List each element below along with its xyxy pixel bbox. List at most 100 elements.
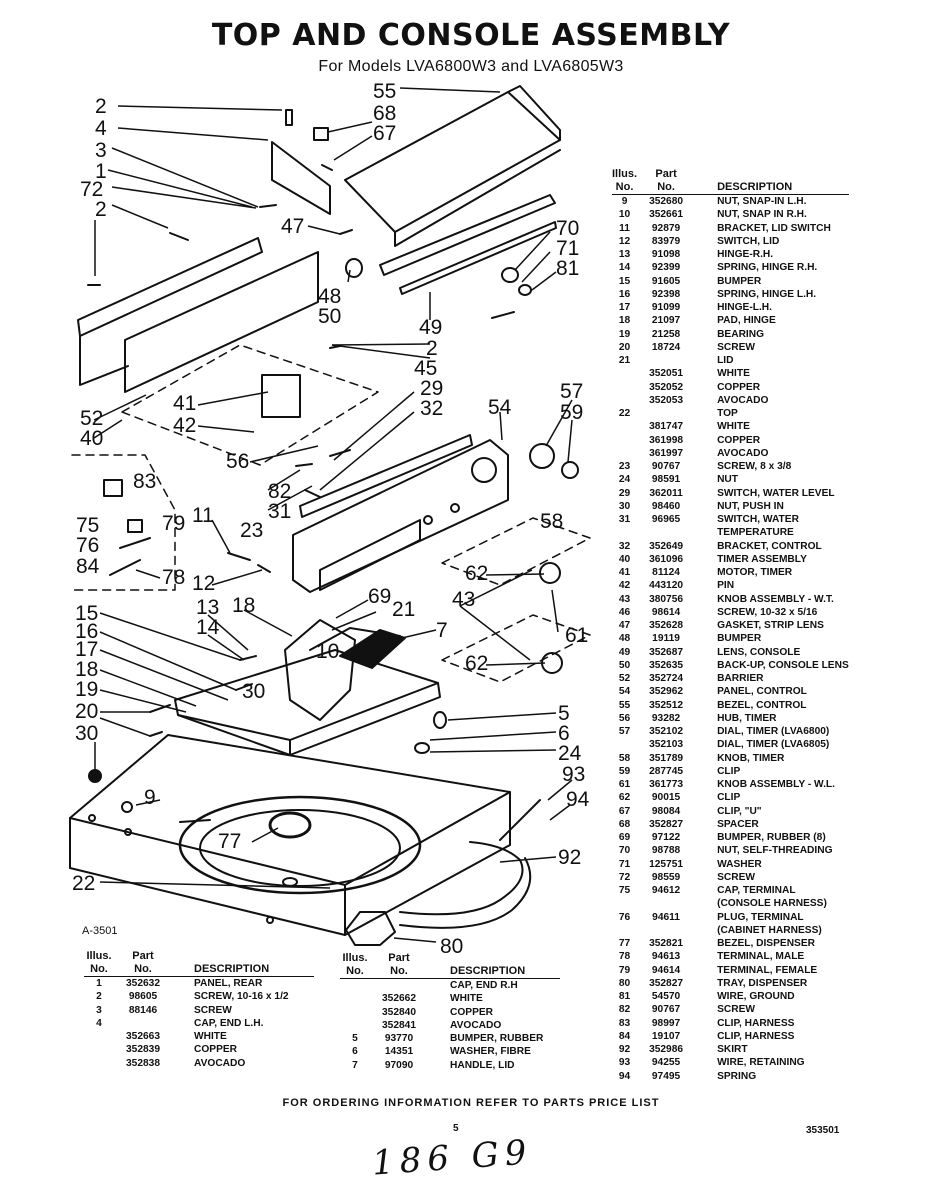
callout-3: 3: [95, 139, 107, 162]
callout-2: 2: [95, 198, 107, 221]
part-no: 98084: [651, 805, 681, 817]
part-no: 361997: [649, 447, 684, 459]
parts-row: (CABINET HARNESS): [612, 924, 849, 937]
part-no: 92398: [651, 288, 681, 300]
description: TERMINAL, FEMALE: [717, 964, 818, 976]
timer-dial-drawing: [529, 443, 555, 469]
illus-no: 71: [618, 858, 631, 870]
callout-52: 52: [80, 407, 103, 430]
callout-13: 13: [196, 596, 219, 619]
callout-67: 67: [373, 122, 396, 145]
callout-40: 40: [80, 427, 103, 450]
description: PIN: [717, 580, 735, 592]
callout-49: 49: [419, 316, 442, 339]
description: BEZEL, DISPENSER: [717, 938, 815, 949]
callout-9: 9: [144, 786, 156, 809]
description: KNOB, TIMER: [717, 752, 785, 764]
callout-83: 83: [133, 470, 156, 493]
callout-2: 2: [95, 95, 107, 118]
illus-no: [612, 526, 637, 539]
console-bezel-drawing: [339, 85, 561, 247]
description: BARRIER: [717, 673, 764, 684]
part-no: 362011: [649, 487, 683, 499]
illus-no: 15: [618, 275, 631, 287]
illus-no: 77: [618, 938, 631, 949]
part-no: 94611: [652, 911, 680, 923]
callout-18: 18: [75, 658, 98, 681]
illus-no: 75: [618, 885, 631, 896]
control-panel-drawing: [292, 439, 509, 593]
illus-no: 29: [618, 487, 631, 499]
description: HANDLE, LID: [450, 1059, 515, 1071]
description: NUT, SNAP-IN L.H.: [717, 196, 807, 207]
part-no: [637, 407, 695, 420]
part-no: 381747: [649, 421, 684, 433]
callout-93: 93: [562, 763, 585, 786]
callout-62: 62: [465, 562, 488, 585]
lid-drawing: [174, 627, 441, 756]
callout-71: 71: [556, 237, 579, 260]
part-no: 21258: [651, 328, 681, 340]
figure-id: A-3501: [82, 925, 118, 937]
callout-81: 81: [556, 257, 579, 280]
description: BUMPER: [717, 633, 762, 645]
illus-no: [84, 1057, 114, 1070]
description: COPPER: [717, 434, 761, 446]
callout-94: 94: [566, 788, 590, 811]
description: SCREW, 10-16 x 1/2: [194, 991, 289, 1003]
illus-no: [84, 1030, 114, 1043]
illus-header-line1: Illus.: [612, 168, 638, 180]
description: SCREW, 8 x 3/8: [717, 461, 792, 472]
illus-no: 22: [618, 408, 631, 419]
description: SKIRT: [717, 1044, 748, 1055]
illus-no: 76: [618, 911, 631, 923]
callout-5: 5: [558, 702, 570, 725]
illus-no: 72: [618, 871, 631, 883]
callout-16: 16: [75, 620, 98, 643]
part-no: 351789: [649, 752, 684, 764]
part-no: 352628: [649, 620, 684, 631]
callout-6: 6: [558, 722, 570, 745]
rear-panel-drawing: [77, 237, 319, 393]
part-no: 19119: [652, 633, 680, 645]
illus-no: 56: [618, 712, 631, 724]
callout-72: 72: [80, 178, 103, 201]
illus-no: [340, 992, 370, 1005]
description: WASHER: [717, 858, 762, 870]
description: WHITE: [450, 993, 483, 1005]
callout-30: 30: [75, 722, 98, 745]
parts-table-middle: Illus. Part No. No. DESCRIPTION CAP, END…: [340, 952, 560, 1072]
part-no: 83979: [651, 235, 681, 247]
part-no: 361998: [649, 434, 684, 446]
description: CLIP, "U": [717, 805, 762, 817]
part-no: 97090: [384, 1059, 414, 1071]
illus-no: [612, 924, 637, 937]
illus-no: 23: [618, 461, 631, 472]
illus-no: [612, 447, 637, 460]
illus-no: 47: [618, 620, 631, 631]
illus-no: 62: [618, 792, 631, 804]
part-no: 380756: [649, 593, 684, 605]
callout-59: 59: [560, 401, 583, 424]
part-no: 97122: [651, 832, 681, 843]
document-number: 353501: [806, 1125, 840, 1136]
dashed-group-outlines: [71, 344, 591, 683]
description: LENS, CONSOLE: [717, 646, 801, 658]
page-title: TOP AND CONSOLE ASSEMBLY: [211, 18, 731, 53]
